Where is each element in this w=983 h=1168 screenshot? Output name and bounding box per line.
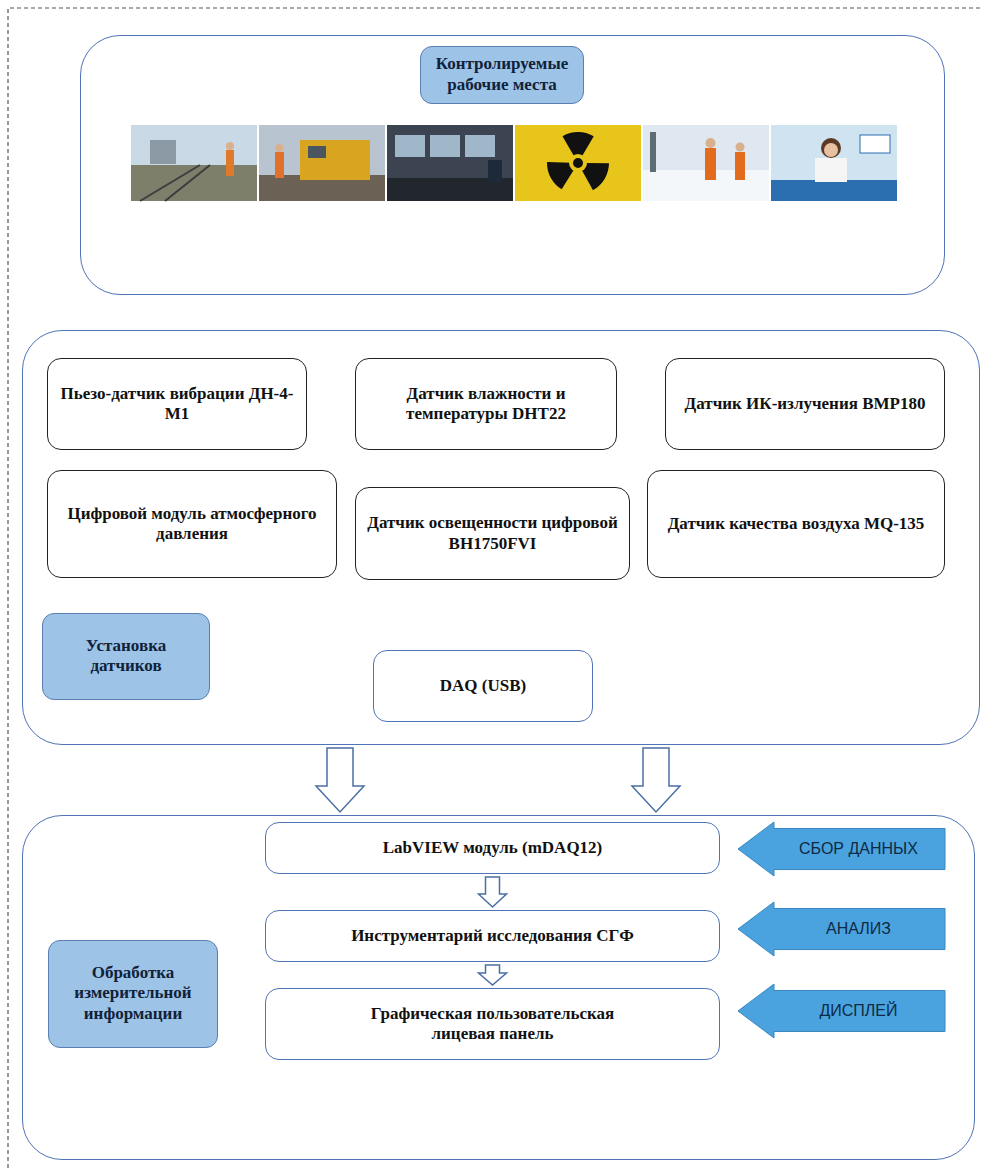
photo-monitor	[395, 135, 425, 157]
arrow-outline	[738, 984, 945, 1038]
photo-worker	[705, 148, 716, 180]
photo-window	[308, 146, 326, 158]
photo-hair	[821, 138, 841, 158]
flow-arrow	[632, 748, 680, 812]
stage-arrow: АНАЛИЗ	[738, 902, 945, 956]
photo-wall	[771, 125, 897, 201]
process-box: Инструментарий исследования СГФ	[265, 910, 720, 962]
box-label: Графическая пользовательская лицевая пан…	[343, 1004, 643, 1045]
process-box: LabVIEW модуль (mDAQ12)	[265, 822, 720, 874]
photo-monitor	[430, 135, 460, 157]
stage-arrow: ДИСПЛЕЙ	[738, 984, 945, 1038]
box-label: Цифровой модуль атмосферного давления	[58, 504, 326, 545]
photo-worker-head	[736, 143, 745, 152]
process-box: Датчик влажности и температуры DHT22	[355, 358, 617, 450]
flow-arrow	[479, 877, 507, 907]
photo-worker-head	[226, 142, 234, 150]
photo-radiation-ground	[515, 125, 641, 201]
photo-machine	[300, 140, 370, 180]
photo-sign	[860, 135, 890, 153]
process-box: Датчик качества воздуха MQ-135	[647, 470, 945, 578]
box-label: Датчик качества воздуха MQ-135	[668, 514, 925, 534]
photo-ground	[131, 165, 257, 201]
photo-rail	[140, 165, 200, 201]
process-box: Датчик ИК-излучения BMP180	[665, 358, 945, 450]
group-label: Контролируемые рабочие места	[420, 46, 584, 104]
photo-face	[824, 143, 838, 157]
box-label: Датчик влажности и температуры DHT22	[366, 384, 606, 425]
photo-monitor	[465, 135, 495, 157]
flow-arrow	[479, 965, 507, 985]
box-label: Датчик ИК-излучения BMP180	[685, 394, 926, 414]
group-panel: Контролируемые рабочие места	[80, 35, 945, 295]
process-box: DAQ (USB)	[373, 650, 593, 722]
photo-worker	[226, 150, 234, 176]
photo-pole	[650, 132, 656, 172]
radiation-ring	[569, 154, 587, 172]
stage-arrow: СБОР ДАННЫХ	[738, 822, 945, 876]
box-label: LabVIEW модуль (mDAQ12)	[383, 838, 603, 858]
group-label: Установка датчиков	[42, 613, 210, 700]
group-panel: Обработка измерительной информации LabVIE…	[22, 815, 975, 1160]
stage-label: ДИСПЛЕЙ	[819, 1001, 897, 1020]
group-panel: Установка датчиков Пьезо-датчик вибрации …	[22, 330, 980, 745]
photo-sky	[643, 125, 769, 201]
photo-room	[387, 125, 513, 201]
photo-person	[815, 158, 847, 182]
photo-operator	[488, 160, 502, 182]
photo-desk	[771, 180, 897, 201]
dashed-frame	[8, 8, 983, 1168]
photo-sky	[131, 125, 257, 201]
photo-sky	[259, 125, 385, 201]
stage-label: АНАЛИЗ	[826, 919, 891, 938]
stage-label: СБОР ДАННЫХ	[799, 839, 918, 858]
photo-worker	[275, 152, 284, 178]
radiation-core	[573, 158, 583, 168]
group-label: Обработка измерительной информации	[48, 940, 218, 1048]
arrow-outline	[738, 902, 945, 956]
process-box: Графическая пользовательская лицевая пан…	[265, 988, 720, 1060]
photo-worker	[735, 152, 745, 180]
arrow-outline	[738, 822, 945, 876]
box-label: Датчик освещенности цифровой BH1750FVI	[366, 513, 619, 554]
photo-worker-head	[706, 138, 716, 148]
box-label: DAQ (USB)	[440, 676, 526, 696]
box-label: Пьезо-датчик вибрации ДН-4-М1	[58, 384, 296, 425]
process-box: Цифровой модуль атмосферного давления	[47, 470, 337, 578]
photo-rail	[165, 165, 210, 201]
photo-train	[150, 140, 176, 164]
process-box: Датчик освещенности цифровой BH1750FVI	[355, 487, 630, 580]
radiation-trefoil	[552, 137, 604, 189]
flow-arrow	[316, 748, 364, 812]
process-box: Пьезо-датчик вибрации ДН-4-М1	[47, 358, 307, 450]
box-label: Инструментарий исследования СГФ	[351, 926, 634, 946]
photo-worker-head	[276, 144, 284, 152]
